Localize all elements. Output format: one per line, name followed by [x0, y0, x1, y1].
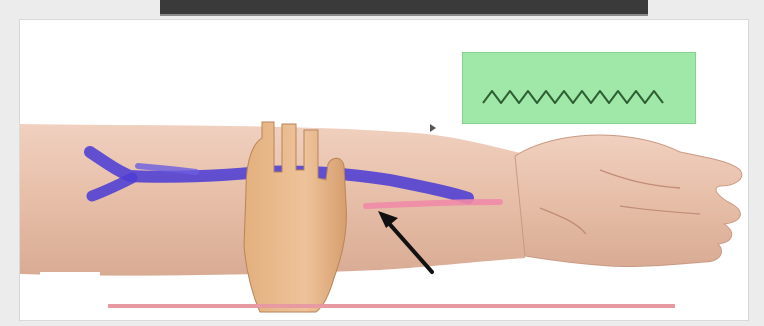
sine-wave-icon: [463, 53, 695, 123]
skin-mark: [430, 124, 436, 132]
open-hand: [515, 135, 742, 267]
corner-label-tab: [40, 272, 100, 320]
illustration-panel: [20, 20, 748, 320]
top-title-bar: [160, 0, 648, 16]
pulse-waveform-box: [462, 52, 696, 124]
bottom-accent-line: [108, 304, 675, 308]
